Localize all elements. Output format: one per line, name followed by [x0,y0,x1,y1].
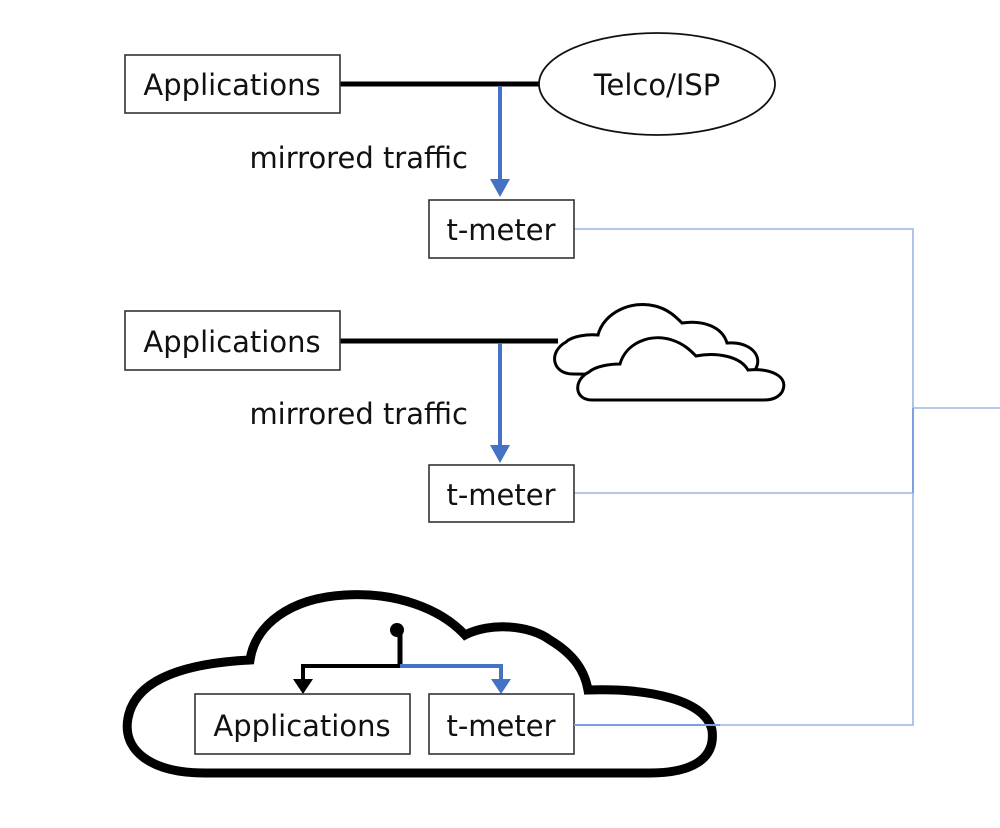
t-meter-box[interactable] [428,199,575,259]
cloud-icon[interactable] [553,303,786,402]
t-meter-label: t-meter [446,478,555,512]
applications-label: Applications [143,325,320,359]
t-meter-box[interactable] [428,693,575,755]
mirrored-traffic-label: mirrored traffic [249,141,468,175]
mirror-arrow-head [490,445,510,463]
scenario-telco: Telco/ISP Applications mirrored traffic … [124,32,776,259]
applications-arrow-head [293,679,313,694]
t-meter-box[interactable] [428,464,575,523]
t-meter-label: t-meter [446,709,555,743]
telco-isp-node[interactable] [538,32,776,136]
applications-box[interactable] [124,310,341,371]
applications-box[interactable] [124,54,341,114]
link-tmeter-1 [574,228,914,408]
traffic-to-applications [301,664,402,680]
mirror-arrow-head [491,679,511,694]
t-meter-label: t-meter [446,213,555,247]
mirror-to-t-meter [400,664,503,680]
applications-box[interactable] [194,693,411,755]
mirror-arrow-head [490,179,510,197]
scenario-public-cloud: Applications mirrored traffic t-meter [124,303,786,523]
applications-label: Applications [143,68,320,102]
applications-label: Applications [213,709,390,743]
mirrored-traffic-label: mirrored traffic [249,397,468,431]
telco-isp-label: Telco/ISP [593,68,721,102]
scenario-in-cloud: Applications t-meter [122,590,717,778]
